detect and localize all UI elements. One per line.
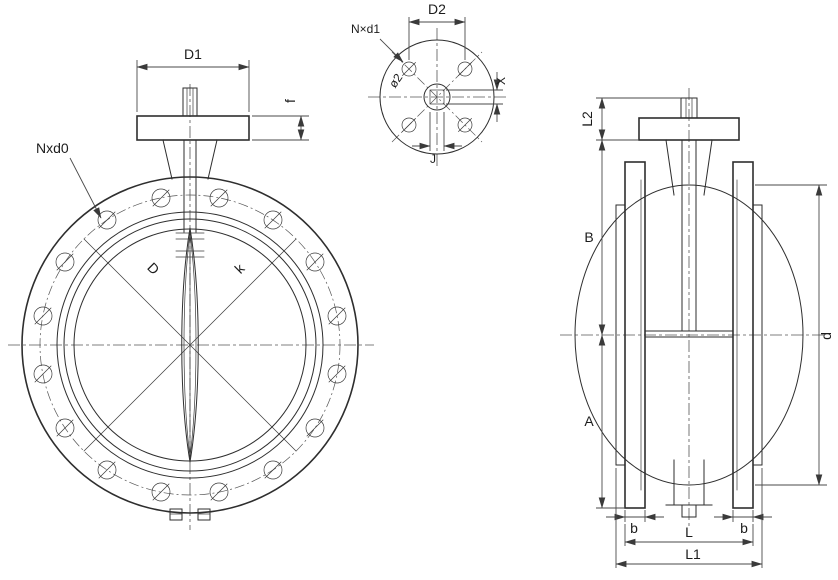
callout-nxd0: Nxd0: [36, 140, 102, 219]
stem-square: [429, 89, 445, 105]
dim-x: X: [446, 72, 508, 122]
dim-label-nxd0: Nxd0: [36, 140, 69, 156]
body-dome: [574, 184, 804, 486]
raised-face-circle: [56, 211, 324, 479]
pipe-flanges: [615, 161, 763, 509]
dim-label-f: f: [282, 99, 298, 103]
dim-label-l: L: [685, 524, 693, 540]
side-neck-and-top-flange: [638, 97, 740, 332]
bottom-trunnion: [665, 459, 713, 518]
top-flange-view: D2 N×d1 ø2 X J: [351, 1, 508, 168]
dim-d1: D1: [136, 46, 250, 112]
callout-nxd1: N×d1: [351, 22, 404, 63]
dim-b-left: b: [606, 510, 664, 536]
top-flange-plate: [136, 115, 250, 141]
dim-label-l2: L2: [579, 111, 595, 127]
bolt-circle: [39, 194, 341, 496]
dim-label-d1: D1: [184, 46, 202, 62]
dim-label-b-right: b: [740, 520, 748, 536]
dim-label-b-left: b: [630, 520, 638, 536]
dim-label-a: A: [584, 413, 594, 429]
front-view: D1 f Nxd0 D k: [8, 46, 374, 530]
side-view: L2 B A d b b: [560, 88, 834, 568]
dim-j: J: [412, 112, 462, 166]
dim-label-l1: L1: [685, 546, 701, 562]
left-liner-face: [615, 204, 626, 466]
flange-outer-circle: [21, 176, 359, 514]
right-liner-face: [752, 204, 763, 466]
dim-label-nxd1: N×d1: [351, 22, 380, 36]
dim-d-disc: d: [755, 184, 834, 486]
side-disc-edge: [644, 330, 734, 338]
dim-label-seat-d: D: [144, 259, 162, 277]
stem-bore-circle: [423, 83, 451, 111]
dim-label-j: J: [430, 152, 436, 166]
side-top-flange-plate: [638, 117, 740, 141]
dim-f: f: [252, 99, 309, 141]
dim-l1: L1: [615, 468, 763, 568]
dim-label-x: X: [494, 77, 508, 85]
dim-label-d2: D2: [428, 1, 446, 17]
dim-l: L: [624, 524, 754, 546]
dim-l2-b-a: L2 B A: [579, 97, 681, 509]
dim-d2: D2: [408, 1, 466, 60]
dim-label-b-height: B: [584, 229, 593, 245]
dim-label-bolt-circle-k: k: [231, 260, 248, 277]
dim-b-right: b: [714, 510, 772, 536]
dim-label-d-disc: d: [818, 332, 834, 340]
stem-top: [182, 87, 198, 117]
dim-label-phi2: ø2: [386, 71, 406, 91]
top-flange-outer-circle: [379, 39, 495, 155]
bottom-plugs: [169, 508, 211, 521]
seat-outer-circle: [63, 218, 317, 472]
front-neck-and-top-flange: [136, 87, 250, 233]
disc-edge: [175, 227, 205, 463]
